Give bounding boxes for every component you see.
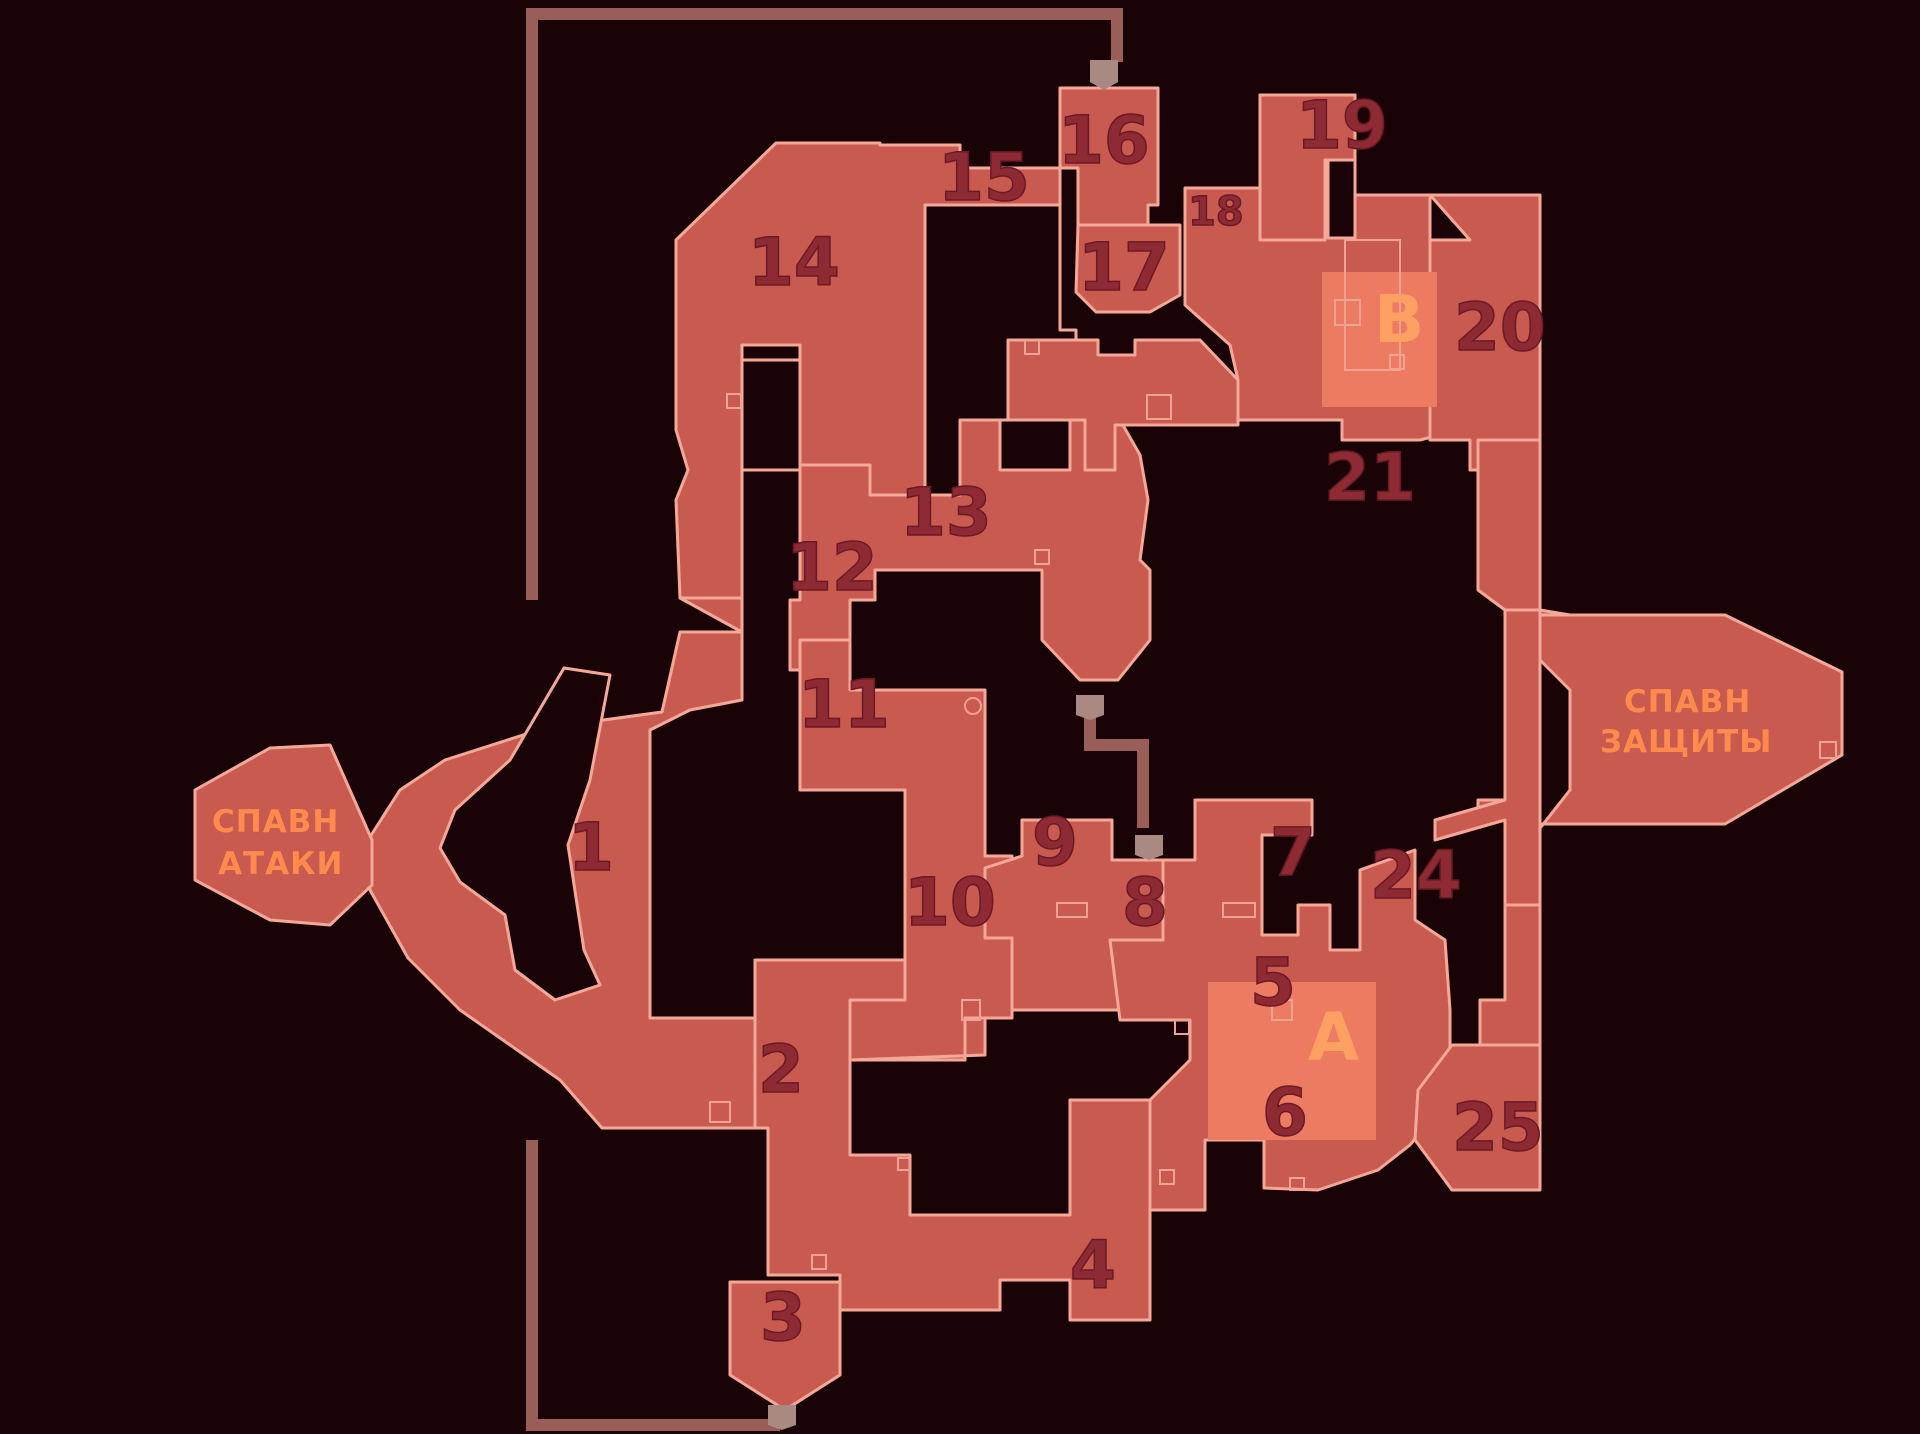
site-a-label: A: [1308, 999, 1359, 1076]
area-3: [728, 1280, 842, 1412]
attack-spawn-label-2: АТАКИ: [218, 846, 343, 882]
callout-5: 5: [1250, 944, 1296, 1021]
callout-4: 4: [1070, 1227, 1116, 1304]
callout-24: 24: [1370, 837, 1462, 914]
callout-16: 16: [1058, 102, 1150, 179]
callout-11: 11: [798, 666, 890, 743]
defense-spawn-area: [1513, 613, 1844, 907]
area-19: [1258, 93, 1357, 242]
area-17: [1074, 223, 1182, 314]
callout-2: 2: [758, 1031, 804, 1108]
callout-6: 6: [1262, 1074, 1308, 1151]
callout-18: 18: [1188, 189, 1244, 235]
callout-25: 25: [1452, 1089, 1544, 1166]
defense-spawn-label-2: ЗАЩИТЫ: [1600, 724, 1772, 760]
callout-numbers: 1 2 3 4 5 6 7 8 9 10 11 12 13 14 15 16 1…: [567, 86, 1546, 1357]
teleporter-path: [1084, 700, 1149, 828]
callout-12: 12: [786, 529, 878, 606]
defense-spawn-label-1: СПАВН: [1624, 684, 1751, 720]
callout-21: 21: [1324, 439, 1416, 516]
callout-19: 19: [1296, 87, 1388, 164]
callout-13: 13: [900, 474, 992, 551]
area-21: [1006, 338, 1240, 472]
b-site-zone: [1322, 272, 1437, 407]
callout-9: 9: [1032, 804, 1078, 881]
callout-7: 7: [1270, 814, 1316, 891]
callout-14: 14: [748, 224, 840, 301]
attack-spawn-point: [193, 743, 374, 927]
callout-8: 8: [1122, 864, 1168, 941]
map-props: [709, 239, 1837, 1270]
site-b-label: B: [1374, 281, 1424, 358]
area-20: [1428, 193, 1542, 472]
callout-20: 20: [1454, 289, 1546, 366]
attack-spawn-label-1: СПАВН: [212, 804, 339, 840]
callout-3: 3: [760, 1279, 806, 1356]
callout-1: 1: [568, 809, 614, 886]
callout-15: 15: [938, 139, 1030, 216]
defense-spawn-link: [1433, 608, 1542, 907]
callout-10: 10: [904, 864, 996, 941]
teleporter-markers: [768, 60, 1163, 1430]
map-border-rails: [526, 8, 1123, 1431]
map-walls: [438, 158, 1357, 1002]
callout-17: 17: [1078, 229, 1170, 306]
